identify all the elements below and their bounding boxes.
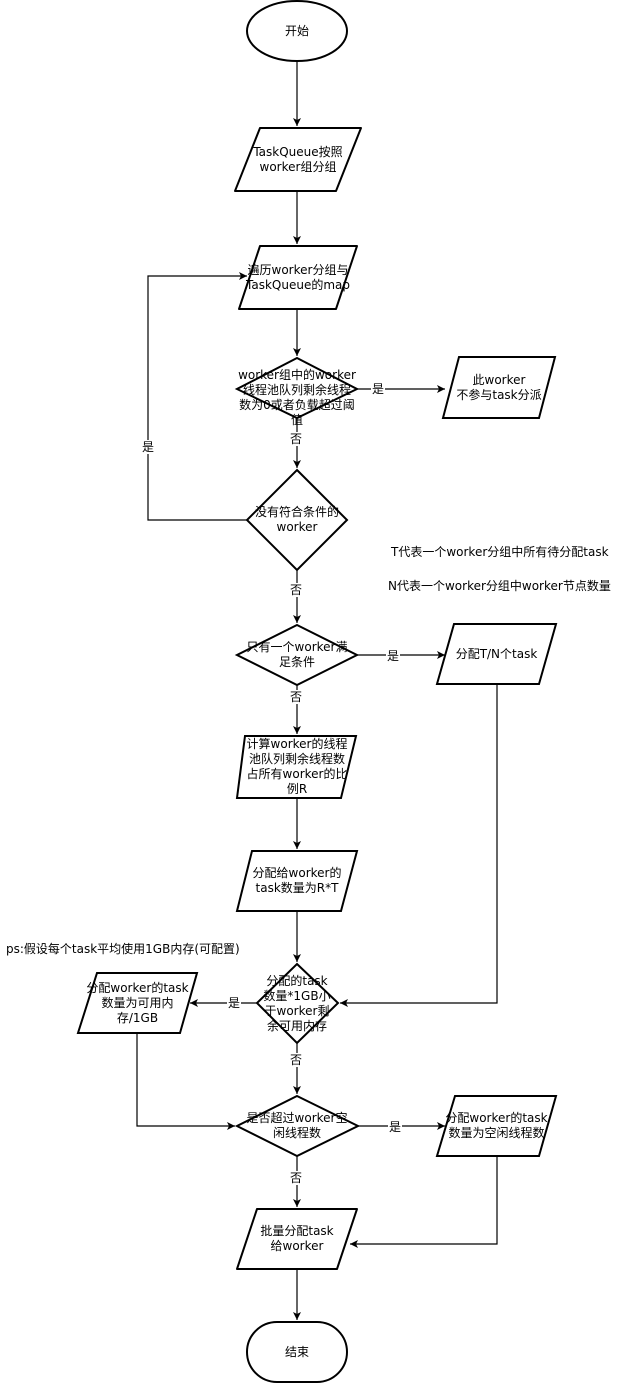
edge-label-yes-idle: 是 [388,1120,403,1134]
compute-ratio-node [235,735,358,799]
note-n-definition: N代表一个worker分组中worker节点数量 [388,579,611,593]
no-eligible-worker-label: 没有符合条件的 worker [254,505,339,534]
edge-label-no-idle: 否 [289,1171,304,1185]
assign-r-times-t-label: 分配给worker的 task数量为R*T [252,866,342,895]
edge-label-yes-excluded: 是 [371,382,386,396]
edge-assign-memory-to-check-idle [136,1033,235,1130]
edge-label-yes-only-one: 是 [386,649,401,663]
compute-ratio-label: 计算worker的线程 池队列剩余线程数 占所有worker的比 例R [246,737,348,796]
edge-assign-idle-to-batch [350,1156,498,1248]
edge-label-yes-loop: 是 [141,440,156,454]
iterate-map-label: 遍历worker分组与 TaskQueue的map [246,262,350,292]
edge-label-no-check-full: 否 [289,432,304,446]
batch-assign-node [236,1208,358,1270]
edge-label-yes-memory: 是 [227,996,242,1010]
group-queue-node [234,127,362,192]
worker-excluded-label: 此worker 不参与task分派 [456,372,542,402]
assign-t-over-n-node [435,623,558,685]
assign-idle-threads-node [435,1095,558,1157]
check-memory-label: 分配的task 数量*1GB小 于worker剩 余可用内存 [263,973,331,1033]
note-ps-memory: ps:假设每个task平均使用1GB内存(可配置) [6,942,240,956]
note-t-definition: T代表一个worker分组中所有待分配task [391,545,609,559]
check-idle-threads-label: 是否超过worker空 闲线程数 [246,1111,348,1140]
start-label: 开始 [284,23,309,38]
edge-label-no-eligible: 否 [289,583,304,597]
assign-by-memory-node [76,972,199,1034]
batch-assign-label: 批量分配task 给worker [260,1224,334,1253]
worker-excluded-node [441,356,557,419]
end-label: 结束 [284,1344,309,1359]
assign-r-times-t-node [235,850,359,912]
edge-label-no-only-one: 否 [289,690,304,704]
only-one-worker-label: 只有一个worker满 足条件 [246,640,348,669]
edge-no-eligible-loop-back [147,272,247,521]
assign-by-memory-label: 分配worker的task 数量为可用内 存/1GB [86,980,189,1025]
assign-t-over-n-label: 分配T/N个task [455,646,538,661]
edge-assign-tn-to-check-memory [340,684,498,1007]
assign-idle-threads-label: 分配worker的task 数量为空闲线程数 [445,1111,548,1140]
iterate-map-node [238,245,358,310]
edge-label-no-memory: 否 [289,1053,304,1067]
end-node [246,1321,348,1383]
check-worker-full-label: worker组中的worker 线程池队列剩余线程 数为0或者负载超过阈 值 [238,368,356,427]
group-queue-label: TaskQueue按照 worker组分组 [253,144,343,174]
